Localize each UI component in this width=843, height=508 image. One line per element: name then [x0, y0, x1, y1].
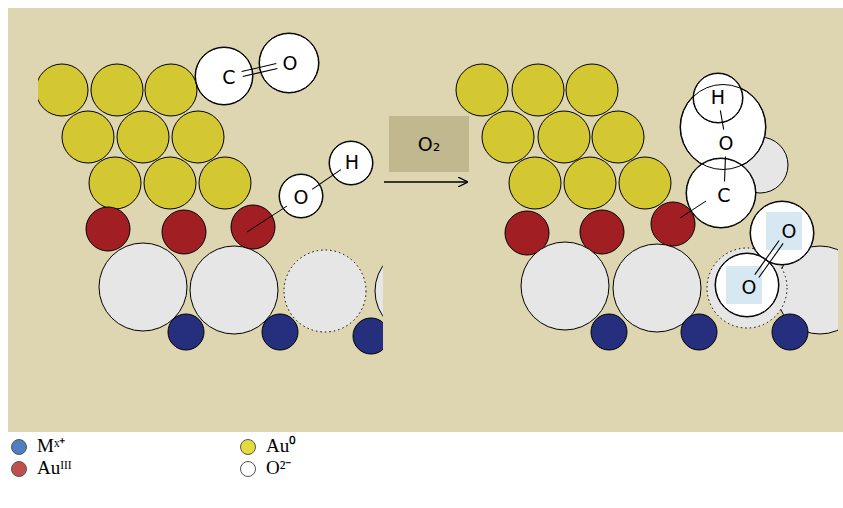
adsorbate-fills: [680, 73, 814, 317]
atom-symbol: O: [719, 134, 734, 153]
atom-outline-circle: [280, 175, 323, 218]
atom-outline-circle: [681, 85, 766, 170]
au-o-bond: [247, 206, 287, 232]
atom-outline-circle: [196, 48, 253, 105]
atom-outline-circle: [687, 159, 756, 228]
bond-line: [759, 243, 783, 277]
atom-circle: C: [686, 158, 756, 228]
atom-circle: O: [680, 84, 766, 170]
gold-iii-atoms: [86, 205, 275, 254]
atom-outline-circle: [260, 34, 319, 93]
reagent-box: O₂: [389, 116, 469, 172]
atom-circle: C: [195, 47, 253, 105]
metal-cations: [591, 314, 808, 350]
legend-label: Auᴵᴵᴵ: [37, 458, 72, 479]
atom-symbol: H: [711, 88, 725, 107]
atom-symbol: O: [782, 222, 797, 241]
oxide-ions: [521, 137, 838, 334]
adsorbate-fills: [195, 33, 373, 218]
single-bond: [720, 110, 723, 129]
atom-outline: [680, 84, 766, 170]
atom-symbol: H: [345, 153, 359, 172]
atom-circle: H: [329, 141, 373, 185]
reagent-label: O₂: [418, 135, 441, 154]
legend-swatch: [11, 461, 27, 477]
gold-atoms: [456, 64, 671, 209]
legend-swatch: [240, 461, 256, 477]
legend-swatch: [11, 439, 27, 455]
atom-symbol: C: [717, 186, 730, 205]
atom-symbol: O: [283, 54, 298, 73]
legend-swatch: [240, 439, 256, 455]
legend-label: O²⁻: [266, 458, 291, 479]
legend-label: Au⁰: [266, 436, 296, 457]
legend-label: Mˣ⁺: [37, 436, 65, 457]
atom-circle: O: [279, 174, 323, 218]
metal-cations: [168, 314, 383, 354]
atom-circle: H: [693, 73, 743, 123]
atom-outline-circle: [694, 74, 743, 123]
background-panel: [8, 8, 843, 432]
atom-circle: O: [259, 33, 319, 93]
atom-circle: O: [750, 201, 814, 265]
au-c-bond: [680, 201, 706, 218]
atom-symbol: O: [742, 278, 757, 297]
atom-symbol: C: [222, 68, 235, 87]
atom-outline-circle: [716, 254, 779, 317]
atom-symbol: O: [294, 188, 309, 207]
bond-line: [755, 241, 779, 275]
atom-circle: O: [715, 253, 779, 317]
oxide-ions: [99, 243, 383, 335]
double-bond: [755, 241, 783, 278]
atom-outline-circle: [751, 202, 814, 265]
atom-outline-circle: [330, 142, 373, 185]
reaction-arrow: [384, 181, 467, 182]
oxygen-vacancy: [284, 250, 366, 332]
bond-line: [720, 110, 723, 129]
